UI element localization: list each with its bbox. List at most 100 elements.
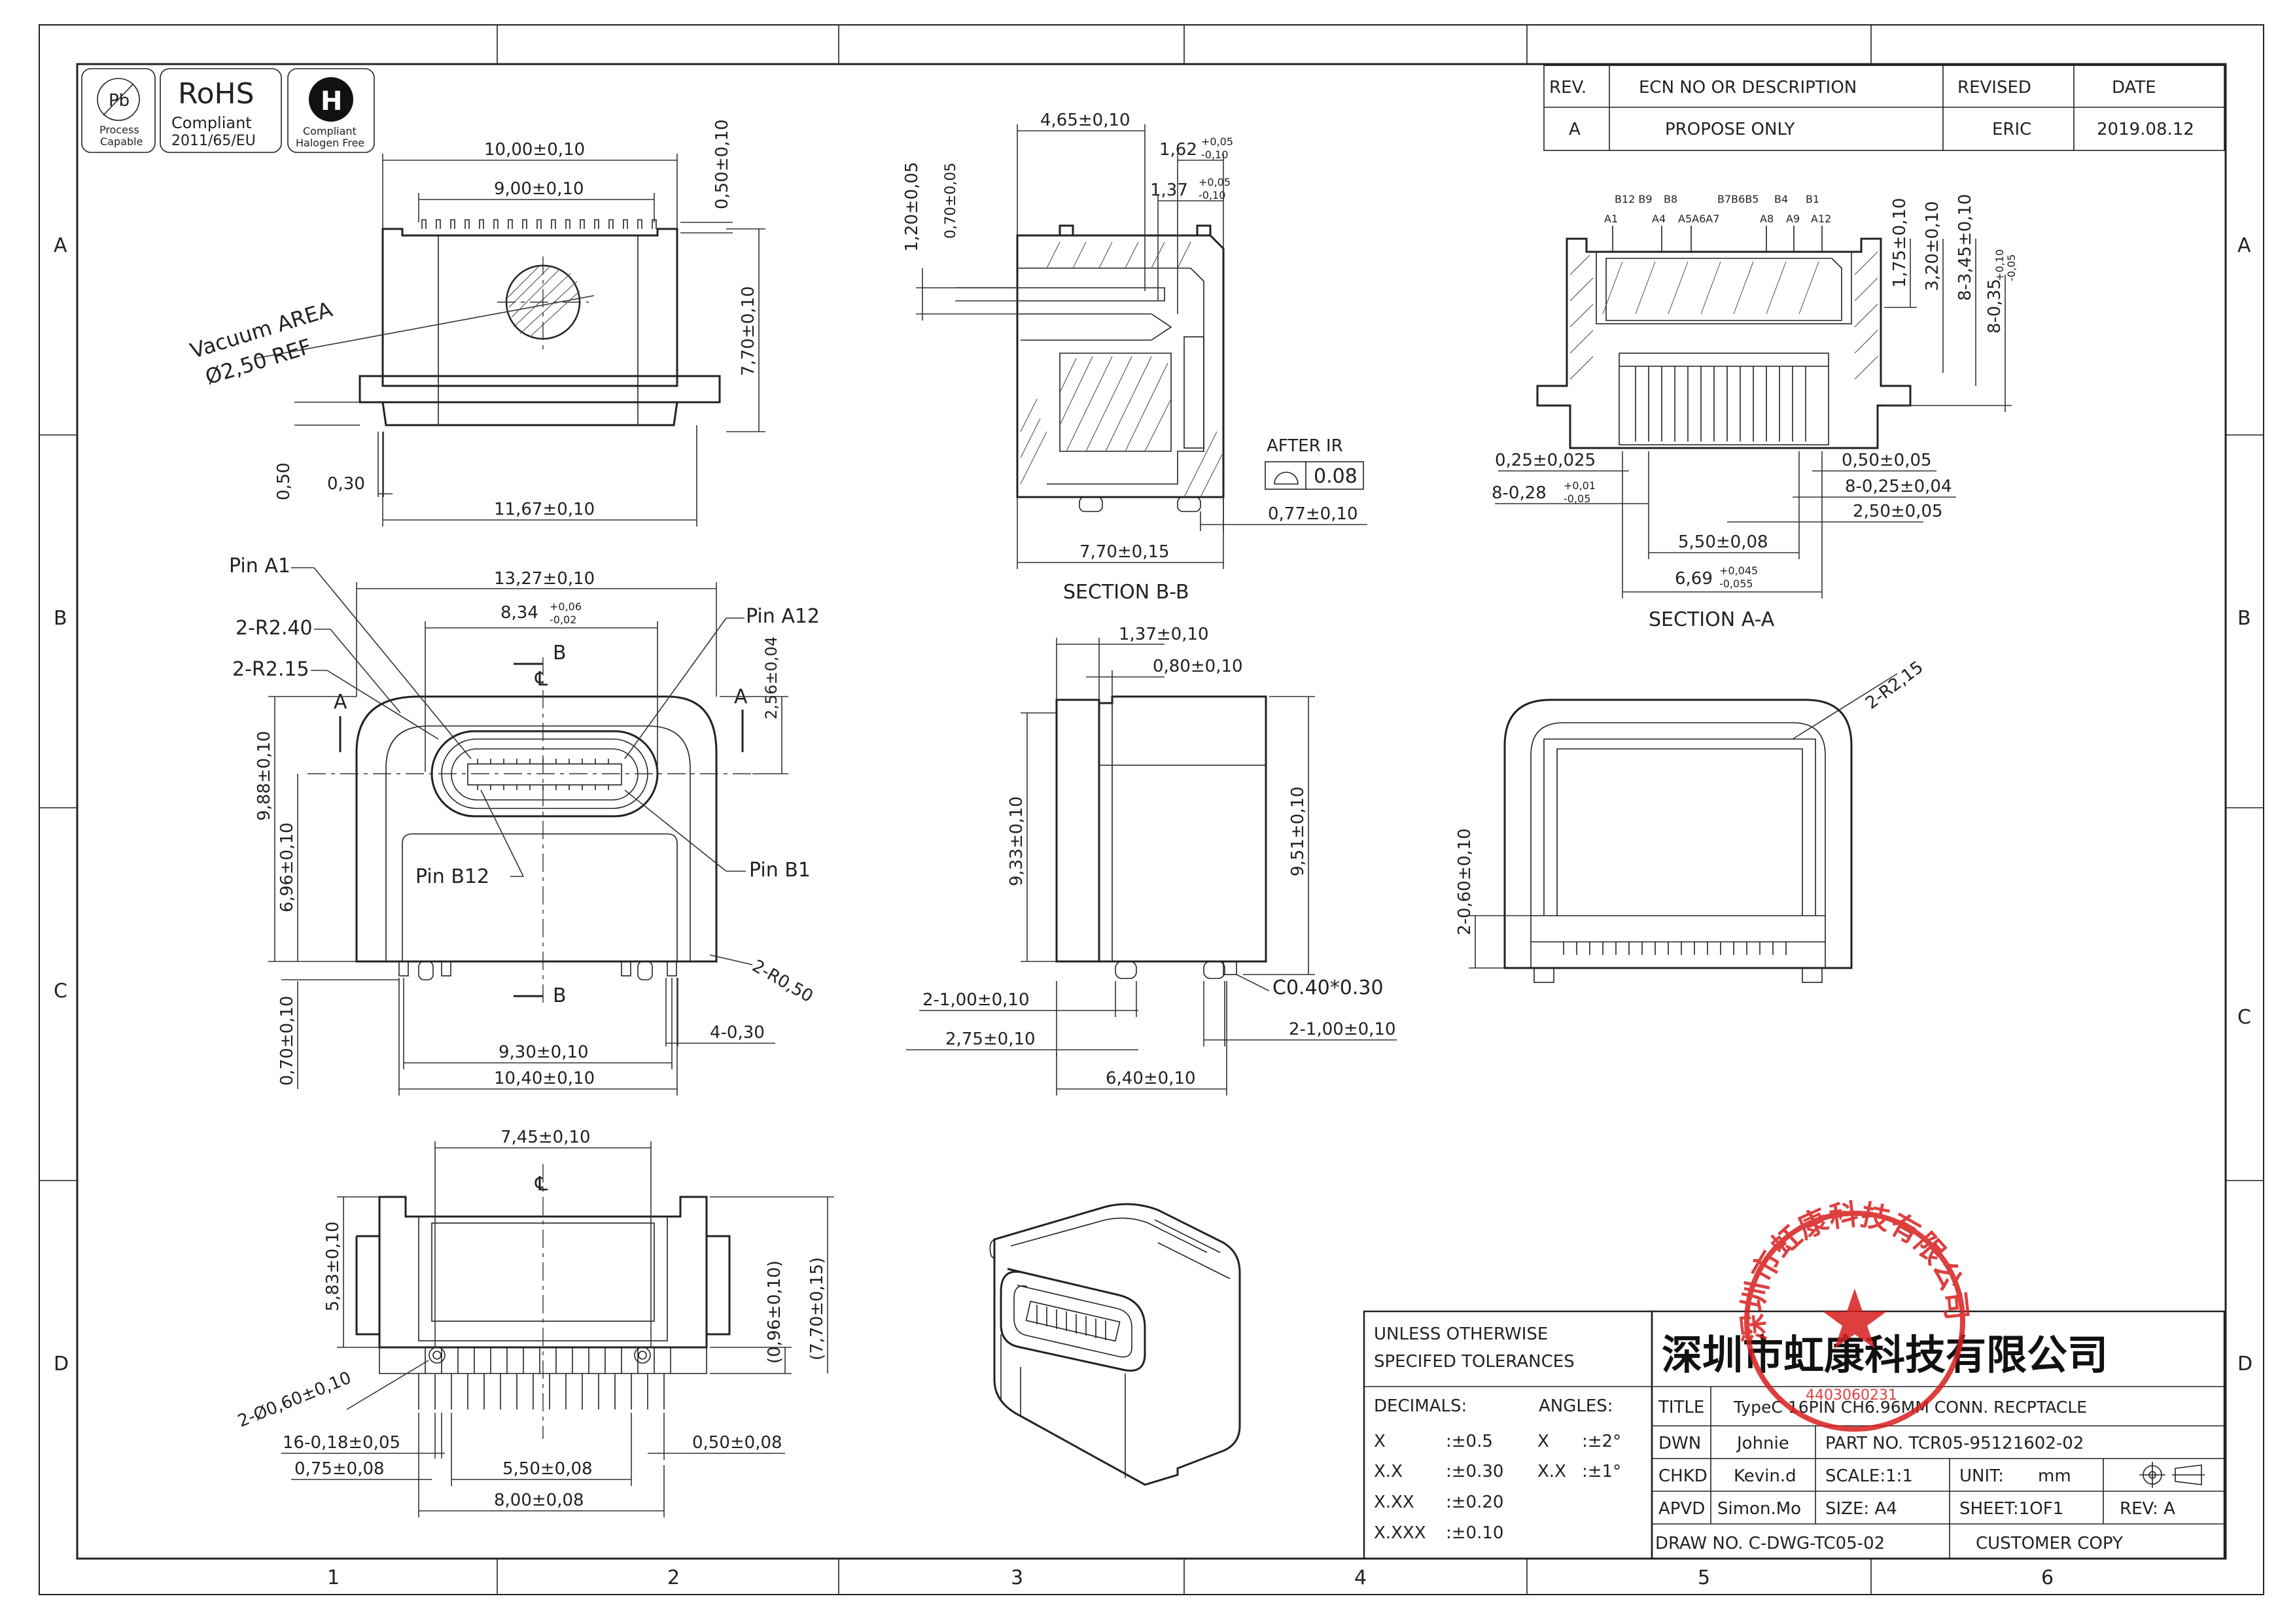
section-aa-title: SECTION A-A [1649,608,1775,631]
dim-top-0-50: 0,50 [274,462,294,500]
dim-side-1-37: 1,37±0,10 [1119,625,1209,644]
dim-aa-0-50: 0,50±0,05 [1842,451,1932,470]
apvd-value: Simon.Mo [1717,1499,1801,1519]
dim-aa-0-25: 0,25±0,025 [1495,451,1596,470]
dim-aa-5-50: 5,50±0,08 [1678,532,1768,552]
rev-value: REV: A [2120,1499,2175,1519]
tolerance-title-2: SPECIFED TOLERANCES [1374,1352,1575,1372]
dim-bottom-5-83: 5,83±0,10 [323,1221,343,1311]
tol-row1-key: X [1374,1432,1386,1451]
dim-top-0-30: 0,30 [327,474,365,494]
seal-number: 4403060231 [1806,1387,1897,1404]
tolerance-angles: ANGLES: [1539,1396,1613,1416]
zone-col-4: 4 [1354,1566,1367,1589]
rohs-logo-sub2: 2011/65/EU [171,133,256,149]
section-bb-title: SECTION B-B [1063,581,1189,604]
dwn-label: DWN [1658,1434,1701,1453]
dim-aa-6-69-minus: -0,055 [1719,578,1753,590]
dim-top-0-50-right: 0,50±0,10 [712,119,732,209]
dim-bb-0-77: 0,77±0,10 [1268,504,1358,524]
dim-bb-1-20: 1,20±0,05 [902,162,922,252]
tol-row3-val: :±0.20 [1446,1493,1503,1512]
dim-bottom-8-00: 8,00±0,08 [494,1491,584,1510]
dim-aa-8-0-25: 8-0,25±0,04 [1845,477,1952,496]
dim-side-2-1-00-right: 2-1,00±0,10 [1289,1020,1396,1039]
halogen-logo-sub2: Halogen Free [296,137,364,149]
title-block: 深圳市虹康科技有限公司 TITLE TypeC 16PIN CH6.96MM C… [1651,1310,2226,1560]
dim-rear-r2-15: 2-R2,15 [1862,657,1927,713]
zone-col-1: 1 [327,1566,340,1589]
dim-side-2-75: 2,75±0,10 [945,1029,1036,1049]
dim-aa-8-0-35-plus: +0,10 [1993,249,2006,281]
unit-value: mm [2038,1466,2071,1486]
section-bb-view: 4,65±0,10 1,62 +0,05 -0,10 1,37 +0,05 -0… [902,111,1367,604]
dim-front-13-27: 13,27±0,10 [494,569,595,589]
pin-label-b1: B1 [1806,193,1819,205]
halogen-free-icon: H [321,86,342,116]
rev-row-date: 2019.08.12 [2097,120,2194,139]
dim-front-4-0-30: 4-0,30 [710,1023,765,1043]
dim-side-2-1-00-left: 2-1,00±0,10 [922,990,1030,1010]
dim-front-6-96: 6,96±0,10 [277,822,297,912]
dim-bb-1-62: 1,62 [1159,140,1197,160]
dim-bb-1-62-minus: -0,10 [1201,148,1228,161]
dim-bottom-7-70: (7,70±0,15) [807,1257,827,1360]
rev-row-rev: A [1569,120,1581,139]
zone-col-5: 5 [1698,1566,1710,1589]
dim-aa-8-0-28: 8-0,28 [1492,483,1547,503]
dim-aa-6-69: 6,69 [1675,569,1713,589]
customer-copy: CUSTOMER COPY [1976,1534,2123,1553]
dim-front-r0-50: 2-R0,50 [749,956,816,1007]
dim-aa-8-0-35: 8-0,35 [1985,279,2005,334]
pin-label-a4: A4 [1652,213,1666,225]
part-number: PART NO. TCR05-95121602-02 [1825,1434,2084,1453]
pb-logo-sub1: Process [99,124,139,136]
flatness-icon [1274,472,1299,485]
chkd-label: CHKD [1658,1466,1708,1486]
dim-front-0-70: 0,70±0,10 [277,995,297,1086]
dim-front-9-88: 9,88±0,10 [254,731,274,821]
dim-aa-8-3-45: 8-3,45±0,10 [1955,194,1975,302]
dim-aa-8-0-35-minus: -0,05 [2005,254,2018,281]
dim-aa-3-20: 3,20±0,10 [1923,201,1942,291]
pin-label-b7b6b5: B7B6B5 [1717,193,1759,205]
bottom-view: ℄ 7,45±0,10 5,83±0,10 (0,96±0,10) (7,70±… [235,1128,834,1517]
dim-side-9-33: 9,33±0,10 [1007,796,1026,886]
dim-aa-1-75: 1,75±0,10 [1890,198,1910,288]
dim-bottom-5-50: 5,50±0,08 [502,1459,593,1479]
zone-col-6: 6 [2041,1566,2054,1589]
dim-front-8-34-minus: -0,02 [550,613,576,626]
company-seal: 深圳市虹康科技有限公司 4403060231 [1736,1198,1973,1432]
rev-header-desc: ECN NO OR DESCRIPTION [1639,78,1857,97]
tol-row1-akey: X [1537,1432,1549,1451]
dim-aa-2-50: 2,50±0,05 [1853,502,1943,521]
dim-rear-0-60: 2-0,60±0,10 [1455,829,1475,936]
pin-label-b8: B8 [1664,193,1677,205]
pin-label-a1: A1 [1604,213,1618,225]
dwn-value: Johnie [1736,1434,1789,1453]
section-marker-b-bottom: B [553,984,567,1007]
apvd-label: APVD [1658,1499,1705,1519]
zone-col-2: 2 [667,1566,680,1589]
rohs-logo-sub1: Compliant [171,114,252,132]
dim-bottom-0-96: (0,96±0,10) [765,1260,784,1364]
label-r2-15: 2-R2.15 [232,658,309,681]
zone-row-c: C [54,980,67,1003]
tol-row1-aval: :±2° [1582,1432,1621,1451]
tol-row2-akey: X.X [1537,1462,1566,1481]
dim-top-9-00: 9,00±0,10 [494,179,584,199]
pin-label-b12-b9: B12 B9 [1615,193,1653,205]
tolerance-block: UNLESS OTHERWISE SPECIFED TOLERANCES DEC… [1363,1310,1653,1560]
dim-aa-6-69-plus: +0,045 [1719,564,1758,577]
tolerance-title-1: UNLESS OTHERWISE [1374,1324,1548,1344]
rev-header-revised: REVISED [1957,78,2031,97]
draw-number: DRAW NO. C-DWG-TC05-02 [1655,1534,1885,1553]
pin-label-a8: A8 [1760,213,1774,225]
flatness-value: 0.08 [1314,465,1358,488]
label-r2-40: 2-R2.40 [236,617,313,640]
company-name: 深圳市虹康科技有限公司 [1662,1331,2108,1379]
dim-bottom-hole-0-60: 2-Ø0,60±0,10 [235,1368,354,1432]
label-pin-b12: Pin B12 [415,865,489,888]
unit-label: UNIT: [1959,1466,2004,1486]
label-pin-a12: Pin A12 [746,605,820,628]
